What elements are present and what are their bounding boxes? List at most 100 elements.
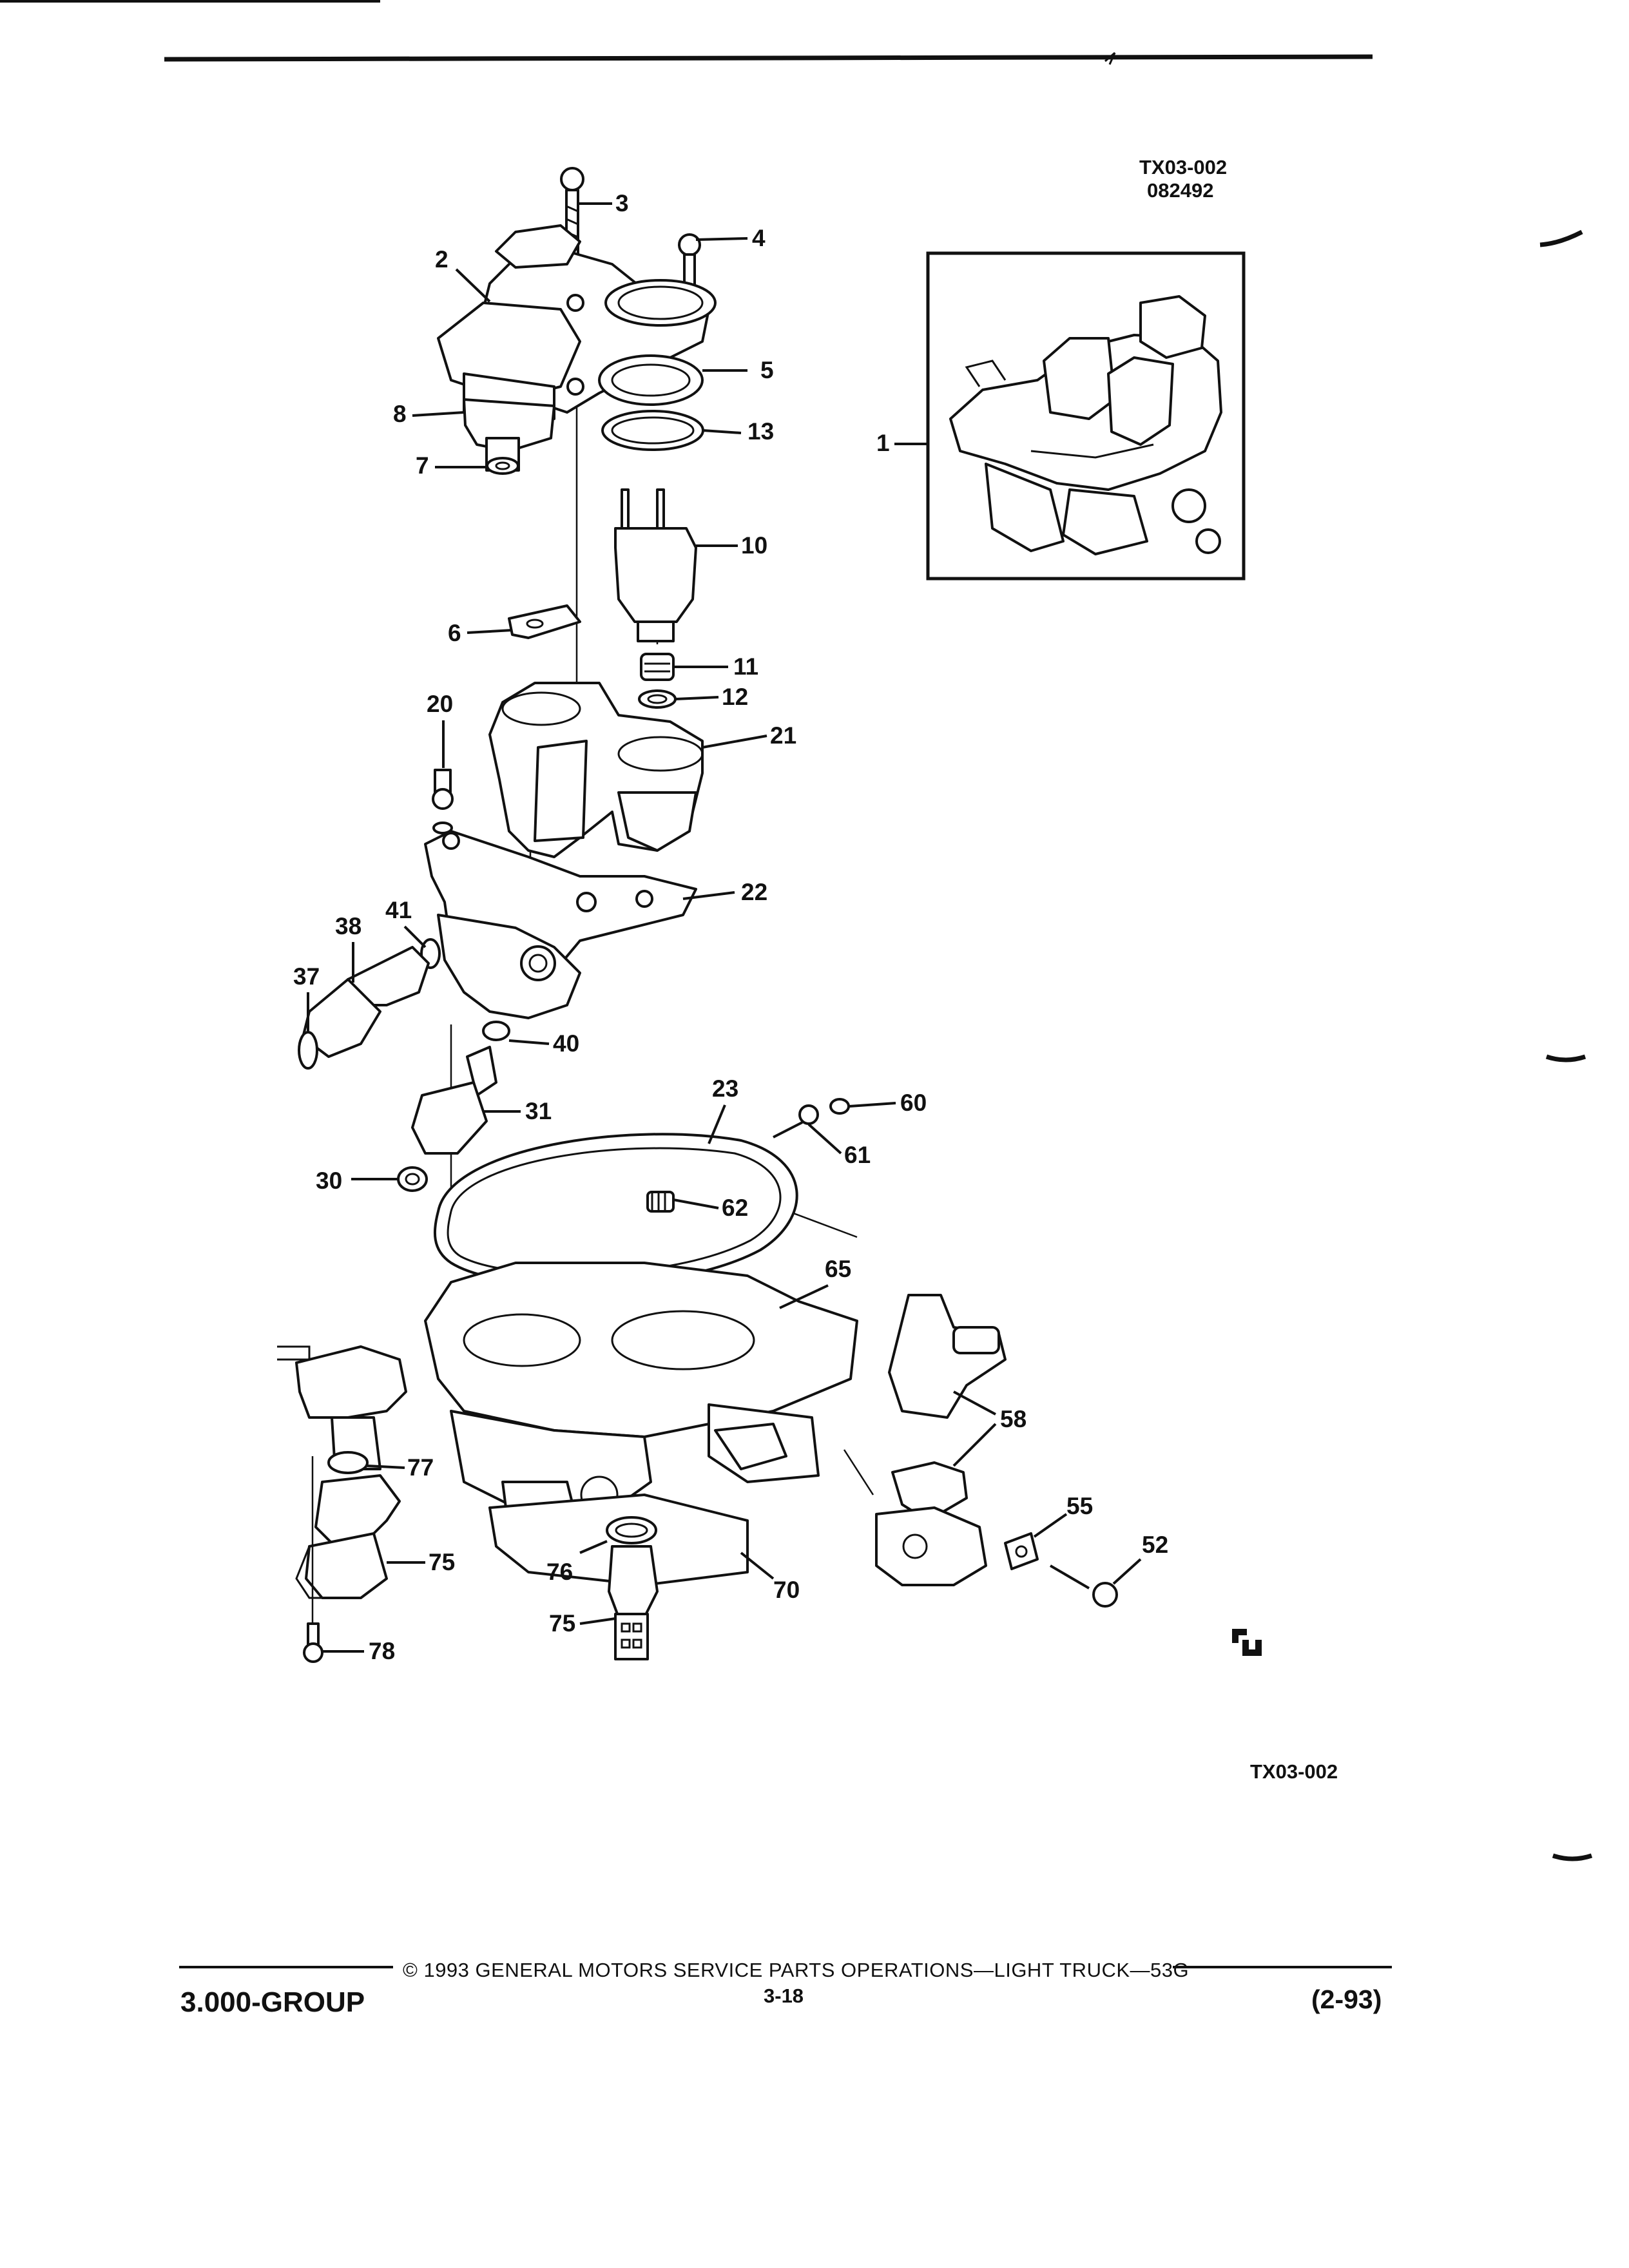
callout-1: 1 (876, 430, 928, 456)
footer-page-number: 3-18 (764, 1984, 804, 2007)
part-20-screw (432, 769, 454, 834)
part-37-o-ring (298, 1031, 318, 1070)
svg-text:31: 31 (525, 1098, 552, 1124)
part-12-o-ring (638, 689, 677, 709)
part-2-fuel-meter-cover (437, 224, 717, 420)
callout-55: 55 (1033, 1493, 1093, 1538)
part-60-cap (829, 1098, 850, 1115)
part-23-gasket (433, 1133, 798, 1287)
svg-text:5: 5 (760, 357, 774, 383)
part-61-screw (773, 1104, 819, 1139)
svg-text:58: 58 (1000, 1406, 1027, 1432)
svg-text:70: 70 (773, 1577, 800, 1603)
figure-ref-code: TX03-002 (1139, 156, 1227, 178)
footer-group: 3.000-GROUP (180, 1986, 365, 2018)
part-40-o-ring (482, 1021, 510, 1041)
part-75-iac-valve (295, 1474, 401, 1599)
part-31-fitting (411, 1046, 497, 1155)
callout-30: 30 (316, 1168, 398, 1194)
svg-text:77: 77 (407, 1454, 434, 1481)
svg-text:38: 38 (335, 913, 361, 939)
svg-text:41: 41 (385, 897, 412, 923)
scan-mark (1104, 52, 1116, 65)
callout-10: 10 (696, 532, 767, 559)
svg-text:21: 21 (770, 722, 796, 749)
part-58-sensor (875, 1294, 1007, 1586)
svg-text:52: 52 (1142, 1532, 1168, 1558)
svg-text:62: 62 (722, 1195, 748, 1221)
callout-52: 52 (1112, 1532, 1168, 1585)
assembly-axis-tps (843, 1449, 874, 1495)
part-55-bracket (1004, 1532, 1039, 1570)
svg-text:22: 22 (741, 879, 767, 905)
svg-text:61: 61 (844, 1142, 871, 1168)
edge-mark-2 (1545, 1054, 1586, 1062)
callout-5: 5 (702, 357, 774, 383)
svg-text:65: 65 (825, 1256, 851, 1282)
callout-22: 22 (682, 879, 767, 905)
part-38-fitting (302, 946, 430, 1058)
svg-text:1: 1 (876, 430, 890, 456)
part-6-plate (508, 604, 581, 639)
svg-text:20: 20 (427, 691, 453, 717)
callout-11: 11 (673, 653, 758, 680)
figure-ref-date: 082492 (1147, 179, 1213, 202)
callout-60: 60 (849, 1090, 927, 1116)
part-76-o-ring (606, 1516, 657, 1544)
svg-text:12: 12 (722, 684, 748, 710)
callout-41: 41 (385, 897, 427, 948)
svg-text:7: 7 (416, 452, 429, 479)
svg-text:40: 40 (553, 1030, 579, 1057)
part-10-injector (614, 488, 697, 642)
callout-4: 4 (695, 225, 766, 251)
callout-70: 70 (740, 1552, 800, 1603)
svg-text:10: 10 (741, 532, 767, 559)
callout-65: 65 (779, 1256, 851, 1309)
callout-77: 77 (367, 1454, 434, 1481)
part-11-filter (640, 653, 675, 681)
part-77-o-ring (327, 1451, 369, 1474)
callout-7: 7 (416, 452, 486, 479)
callout-61: 61 (807, 1123, 871, 1168)
callout-38: 38 (335, 913, 361, 983)
svg-text:8: 8 (393, 401, 407, 427)
svg-text:37: 37 (293, 963, 320, 990)
callout-20: 20 (427, 691, 453, 768)
part-13-seal (601, 410, 704, 451)
footer-copyright: © 1993 GENERAL MOTORS SERVICE PARTS OPER… (403, 1959, 1190, 1981)
svg-text:75: 75 (549, 1610, 575, 1637)
cu-logo (1232, 1629, 1262, 1656)
callout-3: 3 (578, 190, 629, 216)
svg-text:78: 78 (369, 1638, 395, 1664)
top-rule (164, 54, 1373, 62)
part-5-gasket (598, 354, 704, 406)
part-62-spring (646, 1191, 675, 1213)
callout-78: 78 (322, 1638, 395, 1664)
svg-text:75: 75 (429, 1549, 455, 1575)
bottom-ref-code: TX03-002 (1250, 1760, 1338, 1783)
callout-2: 2 (435, 246, 491, 303)
part-52-screw (1049, 1564, 1118, 1608)
callout-40: 40 (508, 1030, 579, 1057)
svg-text:3: 3 (615, 190, 629, 216)
callout-13: 13 (702, 418, 774, 445)
svg-text:30: 30 (316, 1168, 342, 1194)
assembly-inset (926, 251, 1246, 581)
callout-21: 21 (702, 722, 796, 749)
svg-text:76: 76 (546, 1559, 573, 1585)
callout-76: 76 (546, 1540, 608, 1585)
callout-6: 6 (448, 620, 513, 646)
part-7-washer (486, 457, 519, 475)
part-21-fuel-meter-body (488, 682, 704, 858)
part-30-o-ring (397, 1166, 428, 1192)
callout-37: 37 (293, 963, 320, 1032)
callout-31: 31 (483, 1098, 552, 1124)
iac-housing-detail (277, 1345, 407, 1470)
callout-23: 23 (708, 1075, 738, 1144)
callout-58: 58 (952, 1390, 1027, 1467)
svg-text:55: 55 (1066, 1493, 1093, 1519)
footer-date: (2-93) (1311, 1984, 1382, 2014)
svg-text:23: 23 (712, 1075, 738, 1102)
callout-75-center: 75 (549, 1610, 616, 1637)
